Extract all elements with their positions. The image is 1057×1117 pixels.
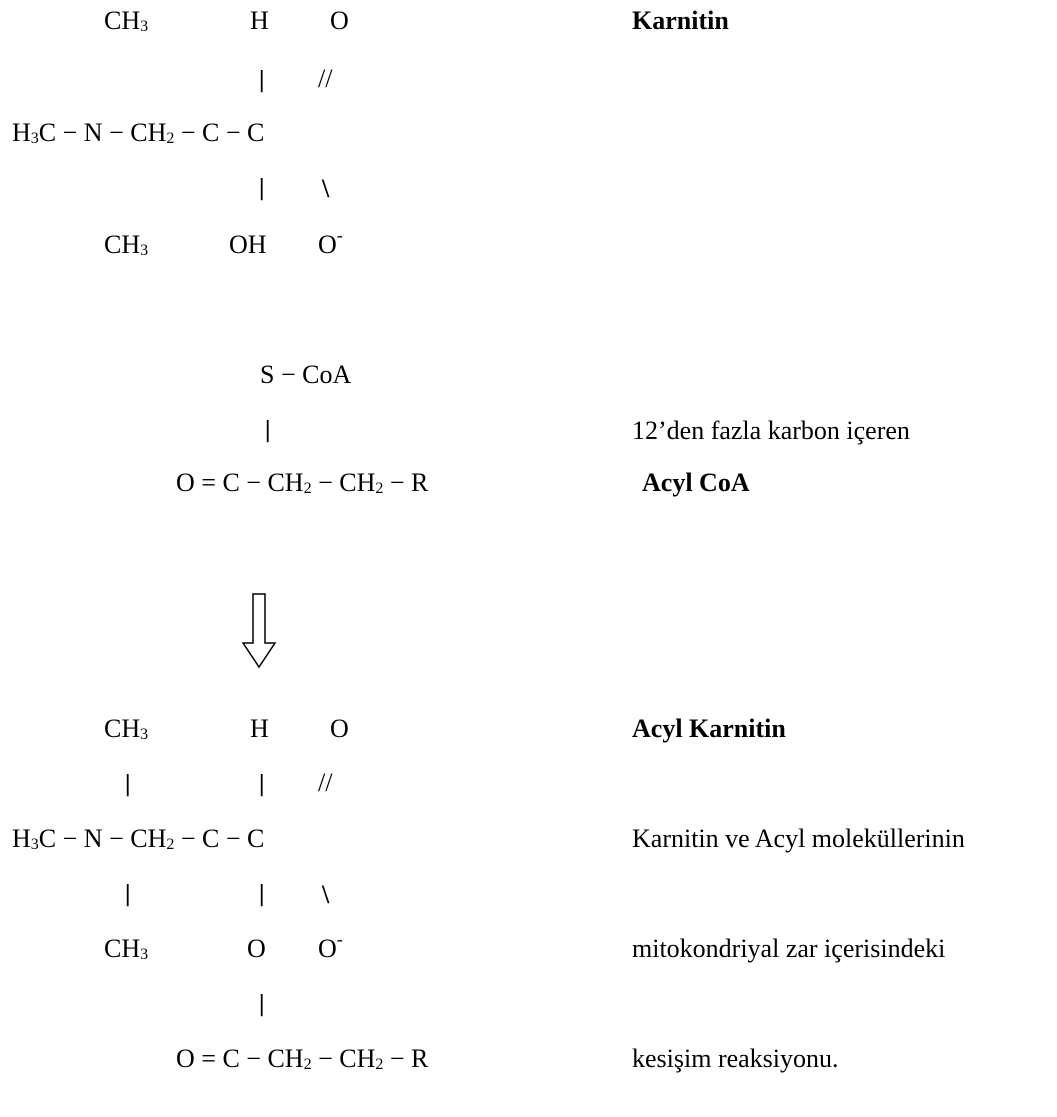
acyl-karnitin-single-bond: \ xyxy=(322,880,330,909)
karnitin-oh: OH xyxy=(229,230,267,259)
karnitin-top-h: H xyxy=(250,6,269,35)
acyl-karnitin-o-minus: O- xyxy=(318,929,343,963)
karnitin-label: Karnitin xyxy=(632,6,729,35)
acyl-karnitin-bottom-ch3: CH3 xyxy=(104,934,149,963)
acyl-karnitin-desc-line3: kesişim reaksiyonu. xyxy=(632,1044,839,1073)
reaction-arrow-icon xyxy=(241,593,277,669)
acyl-karnitin-top-o: O xyxy=(330,714,349,743)
acyl-karnitin-bond-n-top: | xyxy=(124,772,132,797)
karnitin-top-ch3: CH3 xyxy=(104,6,149,35)
acyl-karnitin-o: O xyxy=(247,934,266,963)
karnitin-bottom-ch3: CH3 xyxy=(104,230,149,259)
acyl-coa-label: Acyl CoA xyxy=(642,468,750,497)
acyl-karnitin-bond-h: | xyxy=(258,772,266,797)
karnitin-single-bond: \ xyxy=(322,174,330,203)
acyl-karnitin-top-h: H xyxy=(250,714,269,743)
acyl-karnitin-acyl-chain: O = C − CH2 − CH2 − R xyxy=(176,1044,429,1073)
karnitin-top-o: O xyxy=(330,6,349,35)
karnitin-bond-h: | xyxy=(258,68,266,93)
acyl-coa-chain: O = C − CH2 − CH2 − R xyxy=(176,468,429,497)
acyl-karnitin-desc-line1: Karnitin ve Acyl moleküllerinin xyxy=(632,824,965,853)
acyl-coa-bond: | xyxy=(264,418,272,443)
acyl-coa-description: 12’den fazla karbon içeren xyxy=(632,416,910,445)
acyl-karnitin-label: Acyl Karnitin xyxy=(632,714,786,743)
acyl-karnitin-desc-line2: mitokondriyal zar içerisindeki xyxy=(632,934,946,963)
acyl-karnitin-double-bond: // xyxy=(318,768,333,797)
acyl-karnitin-main-chain: H3C − N − CH2 − C − C xyxy=(12,824,265,853)
acyl-karnitin-bond-o: | xyxy=(258,882,266,907)
acyl-karnitin-bond-acyl: | xyxy=(258,992,266,1017)
karnitin-o-minus: O- xyxy=(318,225,343,259)
acyl-karnitin-top-ch3: CH3 xyxy=(104,714,149,743)
karnitin-double-bond: // xyxy=(318,64,333,93)
karnitin-main-chain: H3C − N − CH2 − C − C xyxy=(12,118,265,147)
karnitin-bond-oh: | xyxy=(258,176,266,201)
acyl-coa-s-coa: S − CoA xyxy=(260,360,352,389)
acyl-karnitin-bond-n-bottom: | xyxy=(124,882,132,907)
